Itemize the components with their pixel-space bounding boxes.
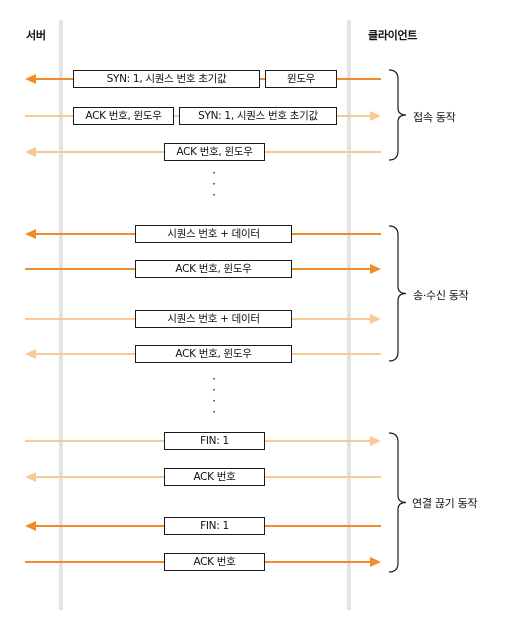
message-label-seq-data: 시퀀스 번호 + 데이터 [135,225,292,243]
message-label-syn: SYN: 1, 시퀀스 번호 초기값 [179,107,337,125]
phase-label-disconnect: 연결 끊기 동작 [412,497,478,510]
message-label-ack: ACK 번호 [164,468,265,486]
ellipsis-dot: · [212,166,216,180]
server-lifeline [59,20,63,610]
message-label-fin: FIN: 1 [164,517,265,535]
message-label-seq-data: 시퀀스 번호 + 데이터 [135,310,292,328]
client-header: 클라이언트 [368,29,418,42]
ellipsis-dot: · [212,394,216,408]
client-lifeline [347,20,351,610]
ellipsis-dot: · [212,372,216,386]
message-label-window: 윈도우 [265,70,337,88]
server-header: 서버 [26,29,46,42]
message-label-fin: FIN: 1 [164,432,265,450]
ellipsis-dot: · [212,188,216,202]
message-label-ack-window: ACK 번호, 윈도우 [135,260,292,278]
message-label-ack-window: ACK 번호, 윈도우 [135,345,292,363]
ellipsis-dot: · [212,405,216,419]
phase-brace [388,432,407,573]
message-label-ack: ACK 번호 [164,553,265,571]
message-label-ack-window: ACK 번호, 윈도우 [164,143,265,161]
ellipsis-dot: · [212,177,216,191]
phase-label-connect: 접속 동작 [413,111,456,124]
ellipsis-dot: · [212,383,216,397]
phase-label-transfer: 송·수신 동작 [413,289,469,302]
message-label-ack-window: ACK 번호, 윈도우 [73,107,174,125]
phase-brace [388,69,407,161]
message-label-syn: SYN: 1, 시퀀스 번호 초기값 [73,70,260,88]
phase-brace [388,225,407,362]
